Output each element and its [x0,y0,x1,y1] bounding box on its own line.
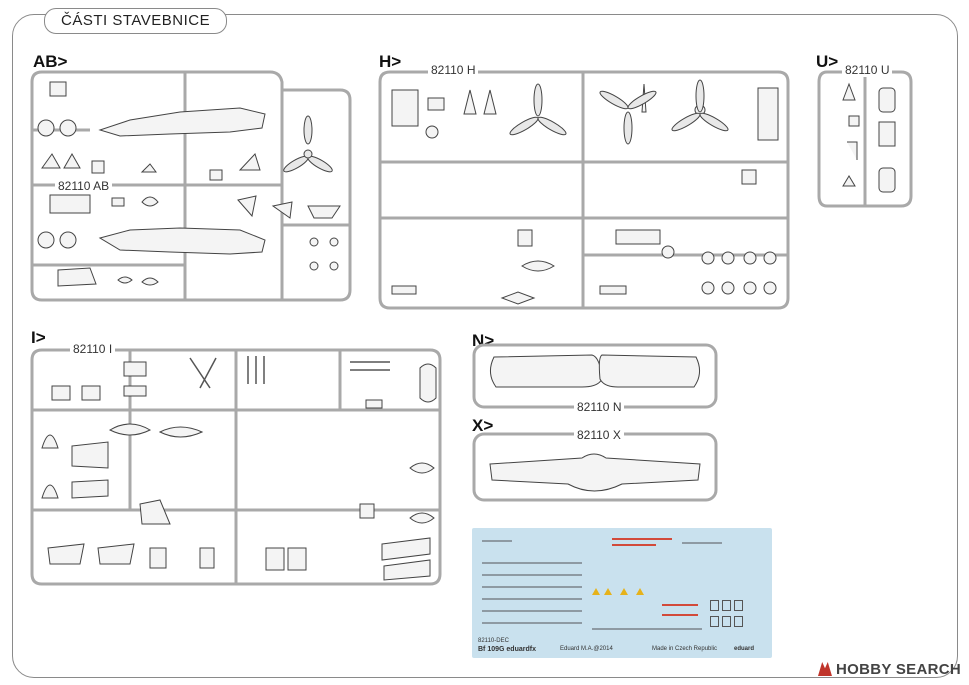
decal-brand: eduard [734,646,755,652]
sprue-label-i: I> [31,328,46,347]
decal-copyright: Eduard M.A.@2014 [560,646,613,652]
sprue-i-frame [30,348,442,586]
decal-sheet: 82110-DEC Bf 109G eduardfx Eduard M.A.@2… [472,528,772,658]
decal-made-in: Made in Czech Republic [652,646,718,652]
sprue-code-x: 82110 X [574,429,624,442]
sprue-label-u: U> [816,52,839,71]
page-frame [12,14,958,678]
sprue-ab-frame [30,70,352,302]
sprue-code-n: 82110 N [574,401,625,414]
page-title: ČÁSTI STAVEBNICE [44,8,228,34]
sprue-code-ab: 82110 AB [55,180,113,193]
sprue-h-frame [378,70,790,310]
sprue-x-frame [472,432,718,502]
hobby-search-watermark: HOBBY SEARCH [817,661,961,678]
sprue-code-h: 82110 H [428,64,479,77]
decal-product-code: 82110-DEC [478,638,509,644]
sprue-code-i: 82110 I [70,343,116,356]
sprue-label-x: X> [472,416,494,435]
decal-kit-name: Bf 109G eduardfx [478,646,536,653]
hobby-search-logo-icon [817,662,832,676]
sprue-code-u: 82110 U [842,64,893,77]
sprue-label-ab: AB> [33,52,68,71]
watermark-text: HOBBY SEARCH [835,661,961,678]
sprue-label-h: H> [379,52,402,71]
sprue-u-frame [817,70,913,208]
